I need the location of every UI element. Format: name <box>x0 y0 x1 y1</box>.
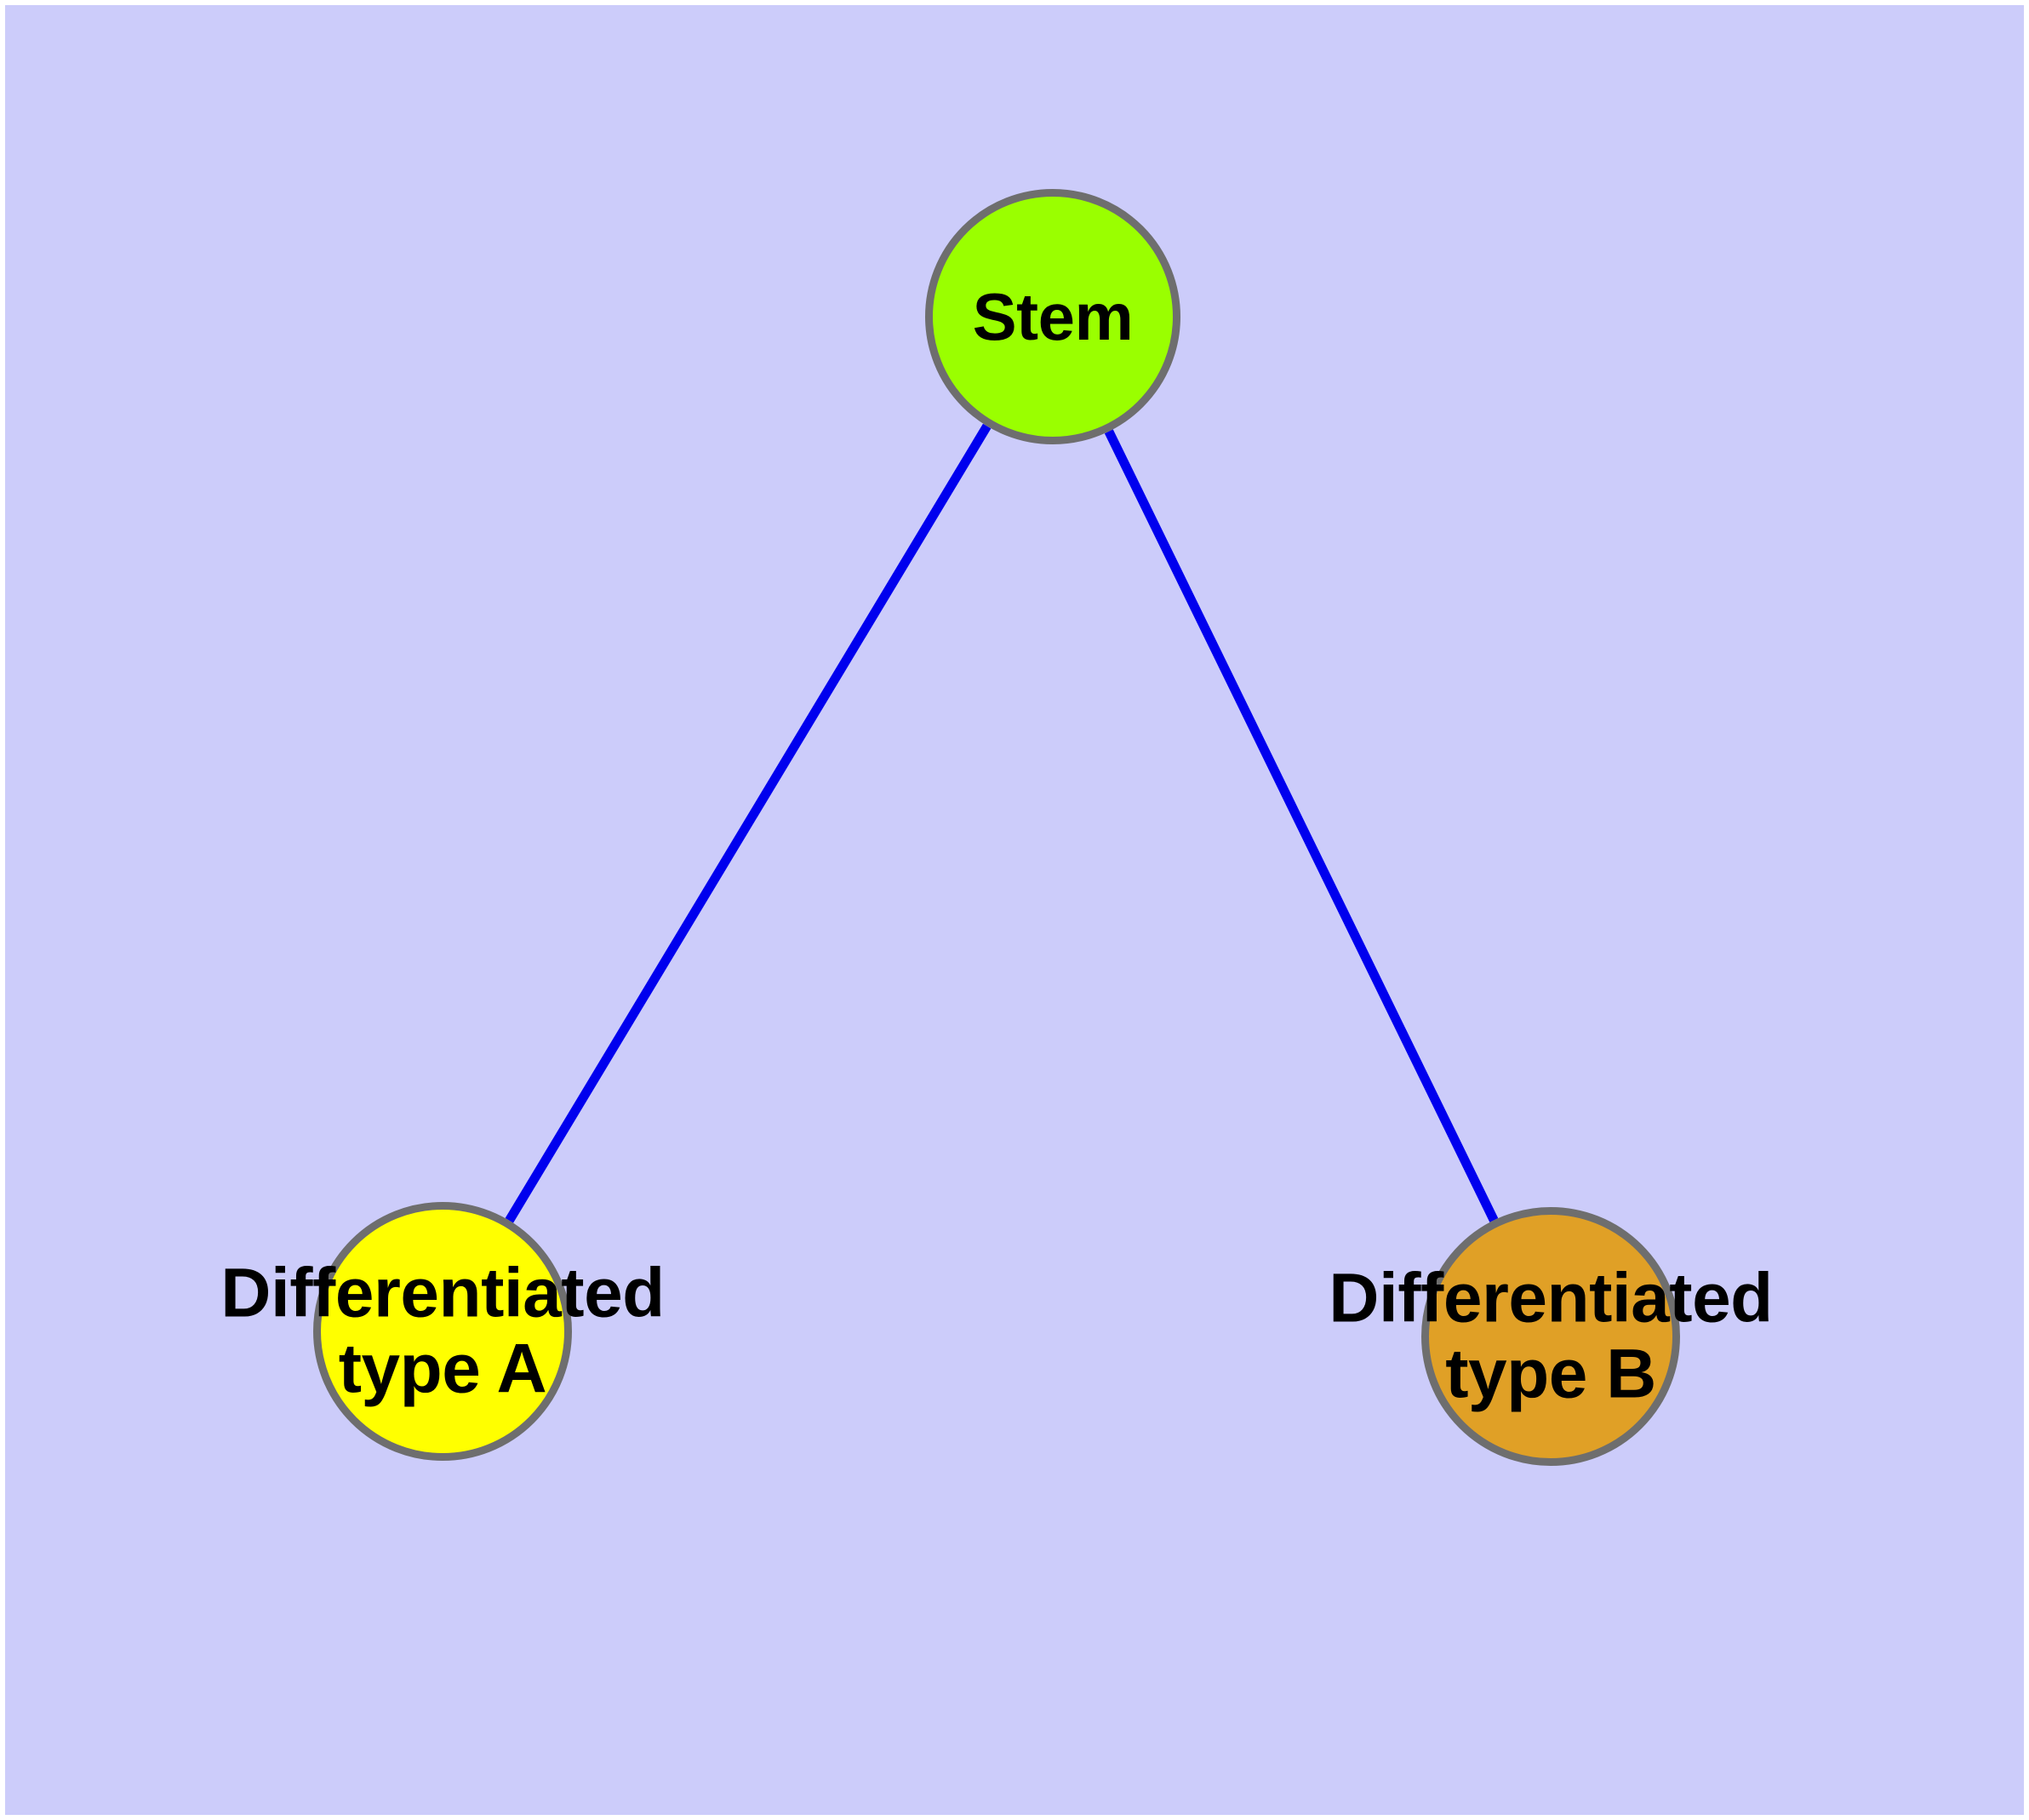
node-differentiated-type-a[interactable] <box>313 1202 572 1461</box>
edge-stem-to-differentiated-type-b[interactable] <box>1104 429 1499 1222</box>
node-stem[interactable] <box>925 189 1180 444</box>
graph-svg <box>313 189 1680 1466</box>
diagram-canvas: Stem Differentiated type A Differentiate… <box>5 5 2024 1815</box>
edge-layer <box>505 423 1499 1223</box>
node-layer <box>313 189 1680 1466</box>
edge-stem-to-differentiated-type-a[interactable] <box>505 423 992 1223</box>
node-differentiated-type-b[interactable] <box>1421 1207 1680 1466</box>
